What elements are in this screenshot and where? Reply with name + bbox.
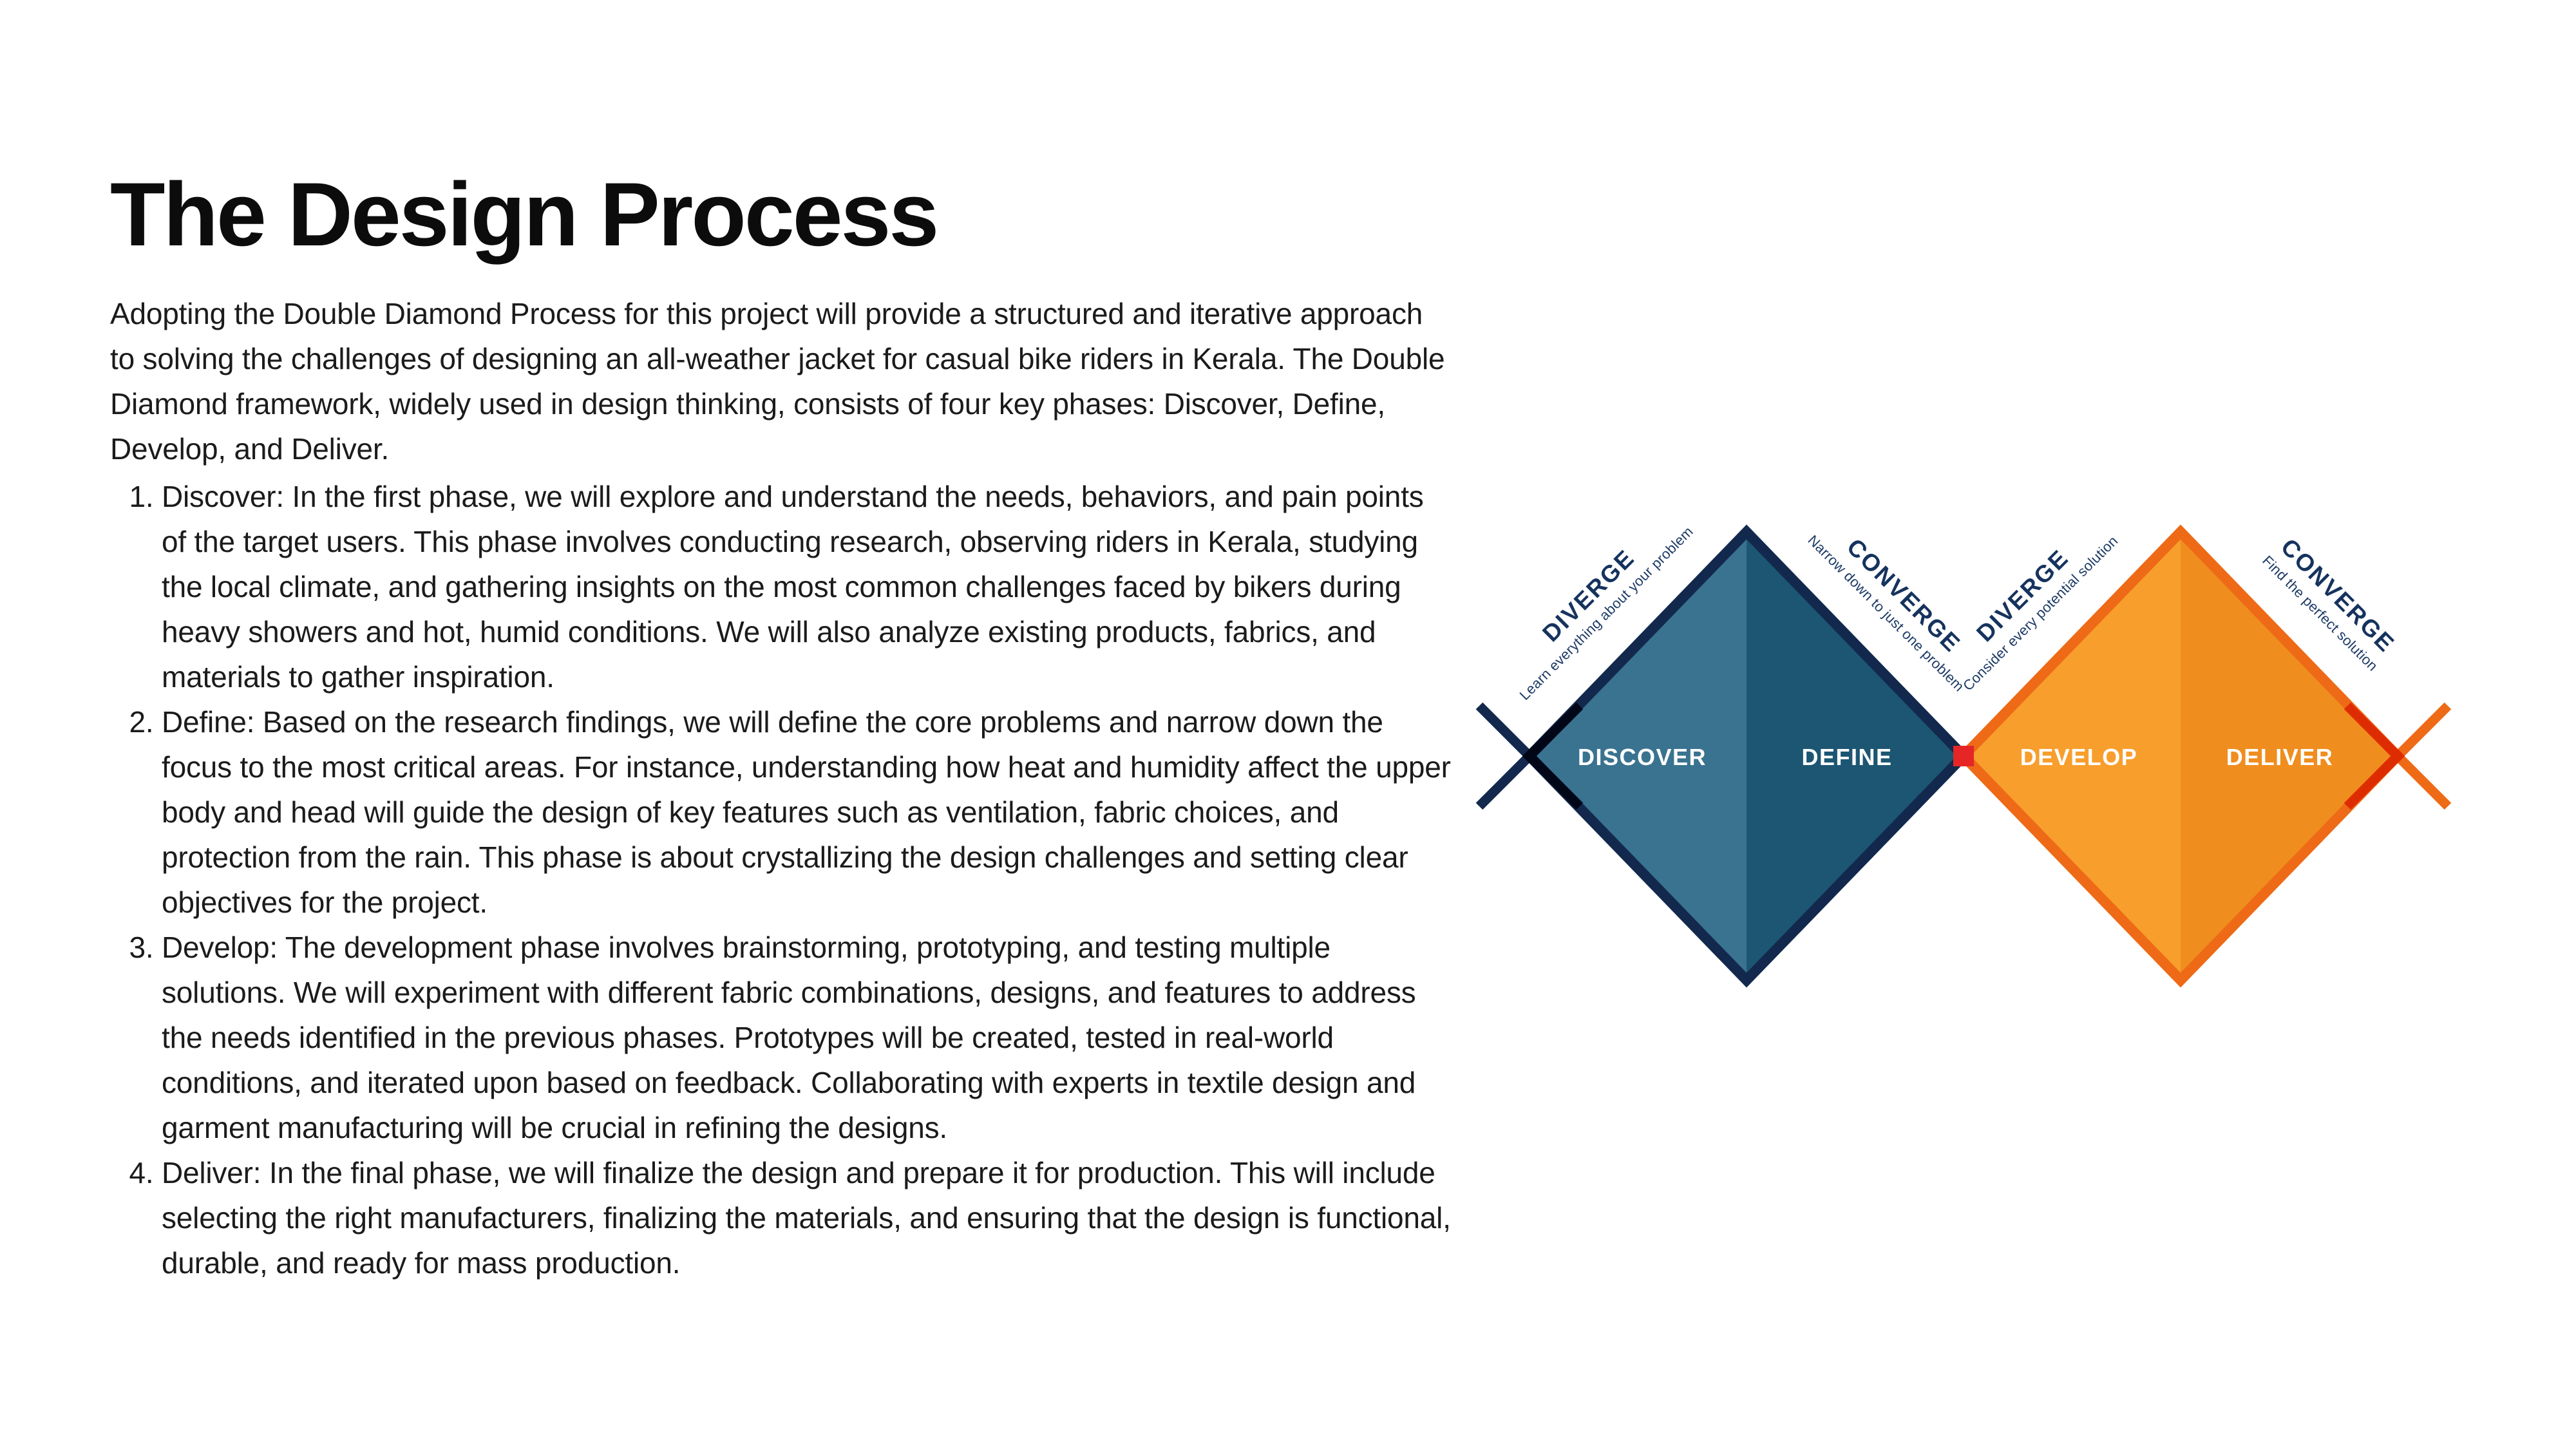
phase-label-develop: DEVELOP xyxy=(2020,744,2138,770)
develop-deliver-outline xyxy=(1956,524,2405,988)
phase-label-discover: DISCOVER xyxy=(1577,744,1707,770)
deliver-half-shape xyxy=(2181,532,2398,980)
phase-item-develop: Develop: The development phase involves … xyxy=(162,925,1453,1150)
end-x-icon xyxy=(2344,702,2452,810)
phase-item-deliver: Deliver: In the final phase, we will fin… xyxy=(162,1150,1453,1285)
discover-define-outline xyxy=(1522,524,1971,988)
start-x-stroke-2 xyxy=(1475,702,1584,810)
phase-item-discover: Discover: In the first phase, we will ex… xyxy=(162,474,1453,699)
discover-half-shape xyxy=(1530,532,1747,980)
develop-deliver-diamond xyxy=(1956,524,2405,988)
define-half-shape xyxy=(1747,532,1964,980)
phase-item-define: Define: Based on the research findings, … xyxy=(162,699,1453,925)
phase-list: Discover: In the first phase, we will ex… xyxy=(110,474,1453,1285)
phase-label-deliver: DELIVER xyxy=(2226,744,2334,770)
phase-label-define: DEFINE xyxy=(1801,744,1893,770)
body-copy: Adopting the Double Diamond Process for … xyxy=(110,291,1453,1285)
page-title: The Design Process xyxy=(110,163,939,265)
end-x-stroke-2 xyxy=(2344,702,2452,810)
intro-paragraph: Adopting the Double Diamond Process for … xyxy=(110,297,1445,466)
start-x-icon xyxy=(1475,702,1584,810)
center-connector-dot xyxy=(1953,746,1974,766)
discover-define-diamond xyxy=(1522,524,1971,988)
develop-half-shape xyxy=(1964,532,2181,980)
